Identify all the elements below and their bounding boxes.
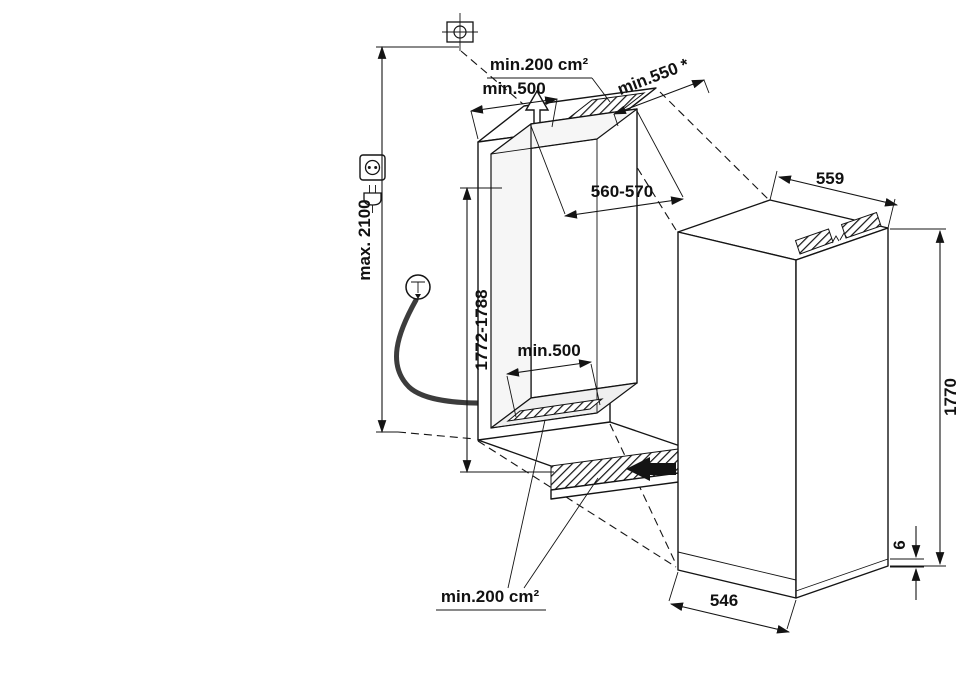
appliance-top-vent-right xyxy=(840,211,882,239)
dim-appliance-depth: 546 xyxy=(668,571,797,634)
appliance-drawing xyxy=(677,199,889,599)
dim-niche-height: 1772-1788 xyxy=(460,186,554,474)
appliance-front-face xyxy=(795,227,889,599)
dim-floor-clearance: min.500 xyxy=(505,341,601,418)
dim-max-height-label: max. 2100 xyxy=(355,199,374,280)
dim-niche-width: 560-570 xyxy=(530,110,685,219)
dim-niche-depth-label: min.550 * xyxy=(615,55,692,99)
dim-top-clearance: min.500 xyxy=(469,79,559,140)
dim-max-height: max. 2100 xyxy=(355,45,459,434)
datum-cross-icon xyxy=(442,13,478,51)
power-socket-icon xyxy=(359,154,386,181)
niche-floor-vent-grille xyxy=(506,398,604,422)
dim-appliance-width: 559 xyxy=(769,169,899,229)
bottom-vent-area-label: min.200 cm² xyxy=(441,587,540,606)
airflow-in-arrow-icon xyxy=(626,457,676,481)
appliance-base-line-side xyxy=(677,551,797,581)
dim-floor-clearance-label: min.500 xyxy=(517,341,580,360)
dim-top-clearance-label: min.500 xyxy=(482,79,545,98)
water-tap-icon xyxy=(405,274,431,300)
niche-drawing xyxy=(477,87,687,500)
dim-appliance-width-label: 559 xyxy=(816,169,844,188)
plinth-edge-left xyxy=(477,439,552,467)
dim-appliance-height: 1770 xyxy=(890,228,960,567)
niche-left-wall xyxy=(490,123,532,429)
top-vent-area-label: min.200 cm² xyxy=(490,55,589,74)
plinth-edge-right xyxy=(609,421,687,449)
niche-opening-outline xyxy=(490,138,598,429)
appliance-top-vent-left xyxy=(794,228,834,255)
dim-niche-width-label: 560-570 xyxy=(591,182,653,201)
dim-top-vent-label: min.200 cm² xyxy=(487,55,611,103)
appliance-vent-gap-marks xyxy=(831,232,848,244)
dim-base-gap: 6 xyxy=(890,526,924,600)
water-hose xyxy=(394,297,500,406)
appliance-side-face xyxy=(677,231,797,599)
dim-appliance-height-label: 1770 xyxy=(941,378,960,416)
dim-niche-height-label: 1772-1788 xyxy=(472,289,491,370)
dim-bottom-vent-label: min.200 cm² xyxy=(436,419,599,611)
appliance-base-line-front xyxy=(795,558,889,592)
dim-base-gap-label: 6 xyxy=(890,540,909,549)
dim-appliance-depth-label: 546 xyxy=(710,591,738,610)
